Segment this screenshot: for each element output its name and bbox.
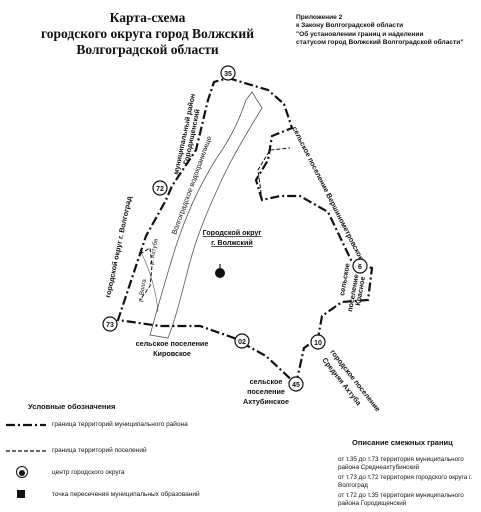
- adjacent-entry-2: от т.73 до т.72 территория городского ок…: [338, 474, 473, 489]
- legend-symbol-center: [16, 466, 28, 478]
- label-kirovskoe-1: сельское поселение: [136, 339, 209, 348]
- adjacent-entry-3: от т.72 до т.35 территория муниципальног…: [338, 492, 464, 507]
- node-72: 72: [152, 180, 168, 196]
- akhtuba-shore: [139, 249, 159, 313]
- annex-line-3: "Об установлении границ и наделении: [296, 30, 424, 38]
- label-akhtubinskoe-3: Ахтубинское: [243, 397, 289, 406]
- svg-text:10: 10: [314, 340, 322, 347]
- city-center-marker: [215, 264, 225, 278]
- annex-line-2: к Закону Волгоградской области: [296, 22, 404, 30]
- label-kirovskoe-2: Кировское: [153, 349, 191, 358]
- label-akhtubinskoe-2: поселение: [247, 387, 285, 396]
- label-city-2: г. Волжский: [211, 238, 253, 247]
- legend-item-district: граница территорий муниципального района: [52, 421, 188, 428]
- svg-text:35: 35: [224, 71, 232, 78]
- label-akhtubinskoe-1: сельское: [250, 377, 283, 386]
- title-line-3: Волгоградской области: [76, 42, 219, 57]
- label-akhtuba: р. Ахтуба: [149, 238, 160, 265]
- annex-note: Приложение 2 к Закону Волгоградской обла…: [296, 14, 478, 47]
- node-10: 10: [310, 334, 326, 350]
- legend-item-center: центр городского округа: [52, 469, 125, 476]
- svg-text:72: 72: [156, 186, 164, 193]
- node-35: 35: [220, 65, 236, 81]
- label-volgograd: городской округ г. Волгоград: [103, 195, 133, 299]
- node-45: 45: [288, 376, 304, 392]
- title-line-1: Карта-схема: [109, 10, 186, 25]
- legend-item-settlement: граница территорий поселений: [52, 447, 147, 454]
- district-boundary: [116, 76, 374, 387]
- map-title: Карта-схема городского округа город Волж…: [40, 10, 255, 58]
- label-city-1: Городской округ: [203, 228, 262, 237]
- svg-text:02: 02: [238, 339, 246, 346]
- label-vershinogorodishche: сельское поселение Вершинометровское: [290, 125, 366, 262]
- reservoir-shore: [149, 91, 263, 339]
- adjacent-entry-1: от т.35 до т.73 территория муниципальног…: [338, 456, 464, 471]
- node-73: 73: [102, 316, 118, 332]
- settlement-boundary: [139, 147, 291, 301]
- svg-text:45: 45: [292, 382, 300, 389]
- annex-line-4: статусом город Волжский Волгоградской об…: [296, 38, 464, 46]
- legend-symbol-node: [17, 490, 25, 498]
- node-6: 6: [352, 258, 368, 274]
- legend-item-node: точка пересечения муниципальных образова…: [52, 491, 200, 498]
- svg-text:6: 6: [358, 264, 362, 271]
- svg-text:73: 73: [106, 322, 114, 329]
- annex-line-1: Приложение 2: [296, 14, 343, 21]
- legend-title: Условные обозначения: [28, 402, 116, 411]
- label-volga: р. Волга: [138, 278, 148, 302]
- title-line-2: городского округа город Волжский: [40, 26, 254, 41]
- adjacent-title: Описание смежных границ: [352, 438, 453, 447]
- node-02: 02: [234, 333, 250, 349]
